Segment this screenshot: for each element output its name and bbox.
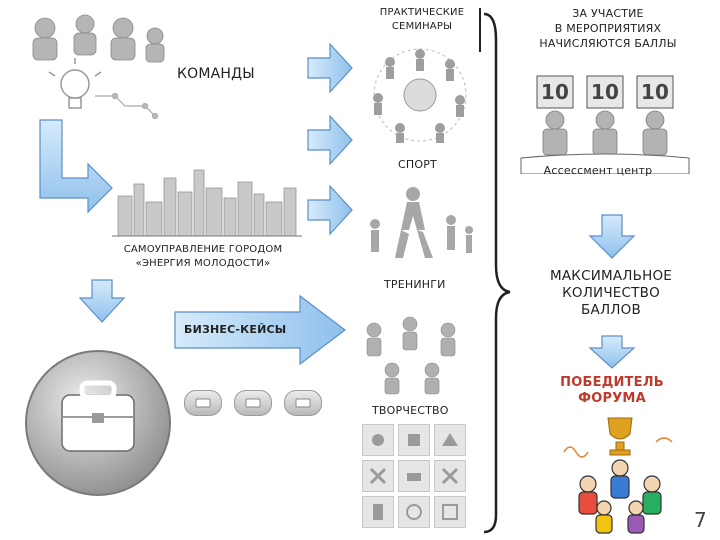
max-points-label: МАКСИМАЛЬНОЕ КОЛИЧЕСТВО БАЛЛОВ: [550, 268, 672, 318]
lightbulb-icon: [48, 58, 102, 109]
arrow-to-sport: [307, 114, 353, 166]
arrow-down-assessment: [588, 214, 636, 259]
case-badge-1: [184, 390, 222, 416]
assessment-center-label: Ассессмент центр: [543, 164, 653, 177]
trainings-label: ТРЕНИНГИ: [384, 278, 446, 291]
trophy-icon: [607, 417, 633, 456]
curly-brace: [483, 12, 511, 534]
arrow-to-trainings: [307, 184, 353, 236]
sport-label: СПОРТ: [398, 158, 437, 171]
city-skyline: [112, 169, 302, 237]
arrow-to-seminars: [307, 42, 353, 94]
self-government-label: САМОУПРАВЛЕНИЕ ГОРОДОМ «ЭНЕРГИЯ МОЛОДОСТ…: [123, 244, 283, 269]
arrow-down-max: [588, 335, 636, 369]
points-info-label: ЗА УЧАСТИЕ В МЕРОПРИЯТИЯХ НАЧИСЛЯЮТСЯ БА…: [539, 7, 677, 50]
score-card-1: 10: [540, 80, 570, 104]
sport-illustration: [370, 187, 473, 258]
winners-illustration: [563, 417, 673, 534]
score-card-2: 10: [590, 80, 620, 104]
judges-panel: [520, 75, 690, 174]
case-badge-3: [284, 390, 322, 416]
winner-label: ПОБЕДИТЕЛЬ ФОРУМА: [560, 375, 664, 406]
page-number: 7: [694, 508, 707, 532]
seminars-label: ПРАКТИЧЕСКИЕ СЕМИНАРЫ: [379, 7, 465, 32]
business-cases-label: БИЗНЕС-КЕЙСЫ: [184, 323, 287, 336]
teams-label: КОМАНДЫ: [177, 66, 255, 82]
creativity-label: ТВОРЧЕСТВО: [372, 404, 449, 417]
briefcase-icon: [25, 350, 171, 496]
arrow-l-shape: [39, 119, 113, 214]
trainings-illustration: [366, 316, 456, 395]
score-card-3: 10: [640, 80, 670, 104]
seminars-illustration: [373, 48, 467, 143]
arrow-business-cases: [174, 294, 346, 366]
teams-illustration: [32, 14, 165, 120]
case-badge-2: [234, 390, 272, 416]
arrow-down-city: [78, 279, 126, 323]
